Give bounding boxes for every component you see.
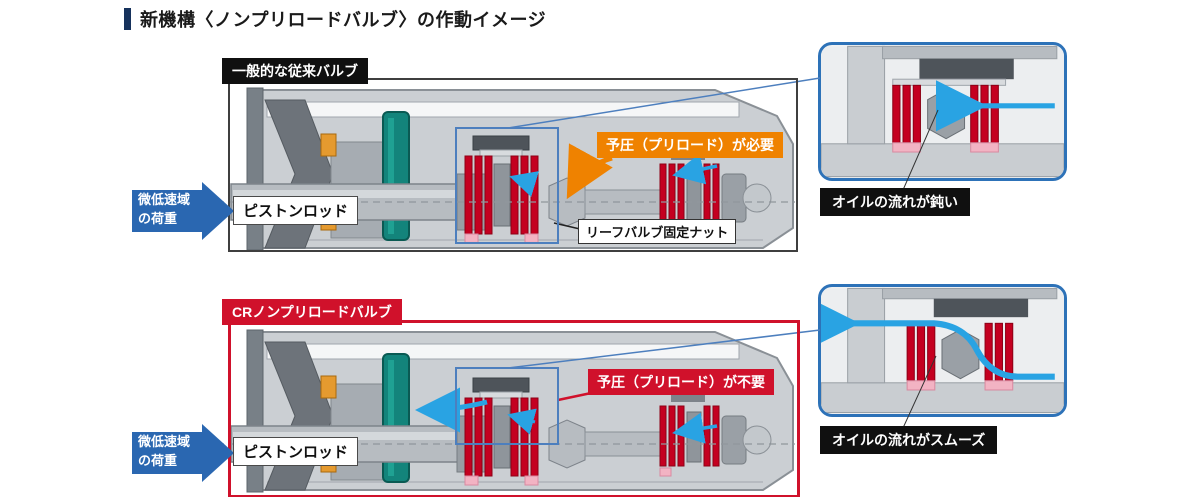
load-arrow-text: 微低速域 の荷重 <box>138 191 190 229</box>
cr-panel-label: CRノンプリロードバルブ <box>222 299 402 325</box>
inset-top-bar <box>882 287 1058 300</box>
conventional-inset-caption: オイルの流れが鈍い <box>820 188 970 216</box>
oil-flow-arrow <box>672 412 718 444</box>
inset-dark-cap <box>933 298 1029 318</box>
conventional-panel-label: 一般的な従来バルブ <box>222 58 368 84</box>
page-title-text: 新機構〈ノンプリロードバルブ〉の作動イメージ <box>140 10 547 30</box>
inset-top-bar <box>882 45 1058 60</box>
load-arrow-cr: 微低速域 の荷重 <box>132 424 234 482</box>
load-label-line1: 微低速域 <box>138 192 191 207</box>
conventional-inset-drawing <box>821 45 1064 178</box>
rod-guide-block <box>246 329 264 493</box>
load-label-line1: 微低速域 <box>138 434 191 449</box>
inset-washer <box>892 78 1007 86</box>
inset-dark-cap <box>919 58 1014 80</box>
load-label-line2: の荷重 <box>138 210 178 226</box>
cr-inset-drawing <box>821 287 1064 414</box>
piston-rod-label-conventional: ピストンロッド <box>233 196 359 225</box>
oil-flow-arrow <box>672 153 718 185</box>
inset-body-slab <box>821 382 1064 414</box>
rod-guide-block <box>246 87 264 251</box>
conventional-inset <box>818 42 1067 181</box>
inner-tube-wall <box>266 343 740 360</box>
cr-inset <box>818 284 1067 417</box>
oil-flow-arrow-small <box>507 408 537 435</box>
title-accent-bar <box>124 8 131 30</box>
load-arrow-text: 微低速域 の荷重 <box>138 433 190 471</box>
inset-left-column <box>847 45 886 145</box>
load-label-line2: の荷重 <box>138 452 178 468</box>
leaf-valve-nut-label: リーフバルブ固定ナット <box>578 219 737 244</box>
page-title: 新機構〈ノンプリロードバルブ〉の作動イメージ <box>124 6 546 32</box>
preload-not-required-note: 予圧（プリロード）が不要 <box>588 369 774 395</box>
inner-tube-wall <box>266 101 740 118</box>
load-arrow-conventional: 微低速域 の荷重 <box>132 182 234 240</box>
main-valve-stack <box>464 377 539 486</box>
cr-inset-caption: オイルの流れがスムーズ <box>820 426 998 454</box>
load-arrow-shape <box>132 424 234 482</box>
piston-band-teal <box>382 353 410 483</box>
preload-required-note: 予圧（プリロード）が必要 <box>597 132 783 158</box>
inset-body-slab <box>821 143 1064 178</box>
damper-cross-section-cr <box>193 329 795 493</box>
seal-upper <box>320 375 337 399</box>
piston-rod-label-cr: ピストンロッド <box>233 437 359 466</box>
inset-oil-flow-path <box>821 292 1055 380</box>
load-arrow-shape <box>132 182 234 240</box>
oil-flow-arrow-small <box>509 171 539 197</box>
seal-upper <box>320 133 337 157</box>
piston-band-teal <box>382 111 410 241</box>
inset-left-column <box>847 287 886 384</box>
